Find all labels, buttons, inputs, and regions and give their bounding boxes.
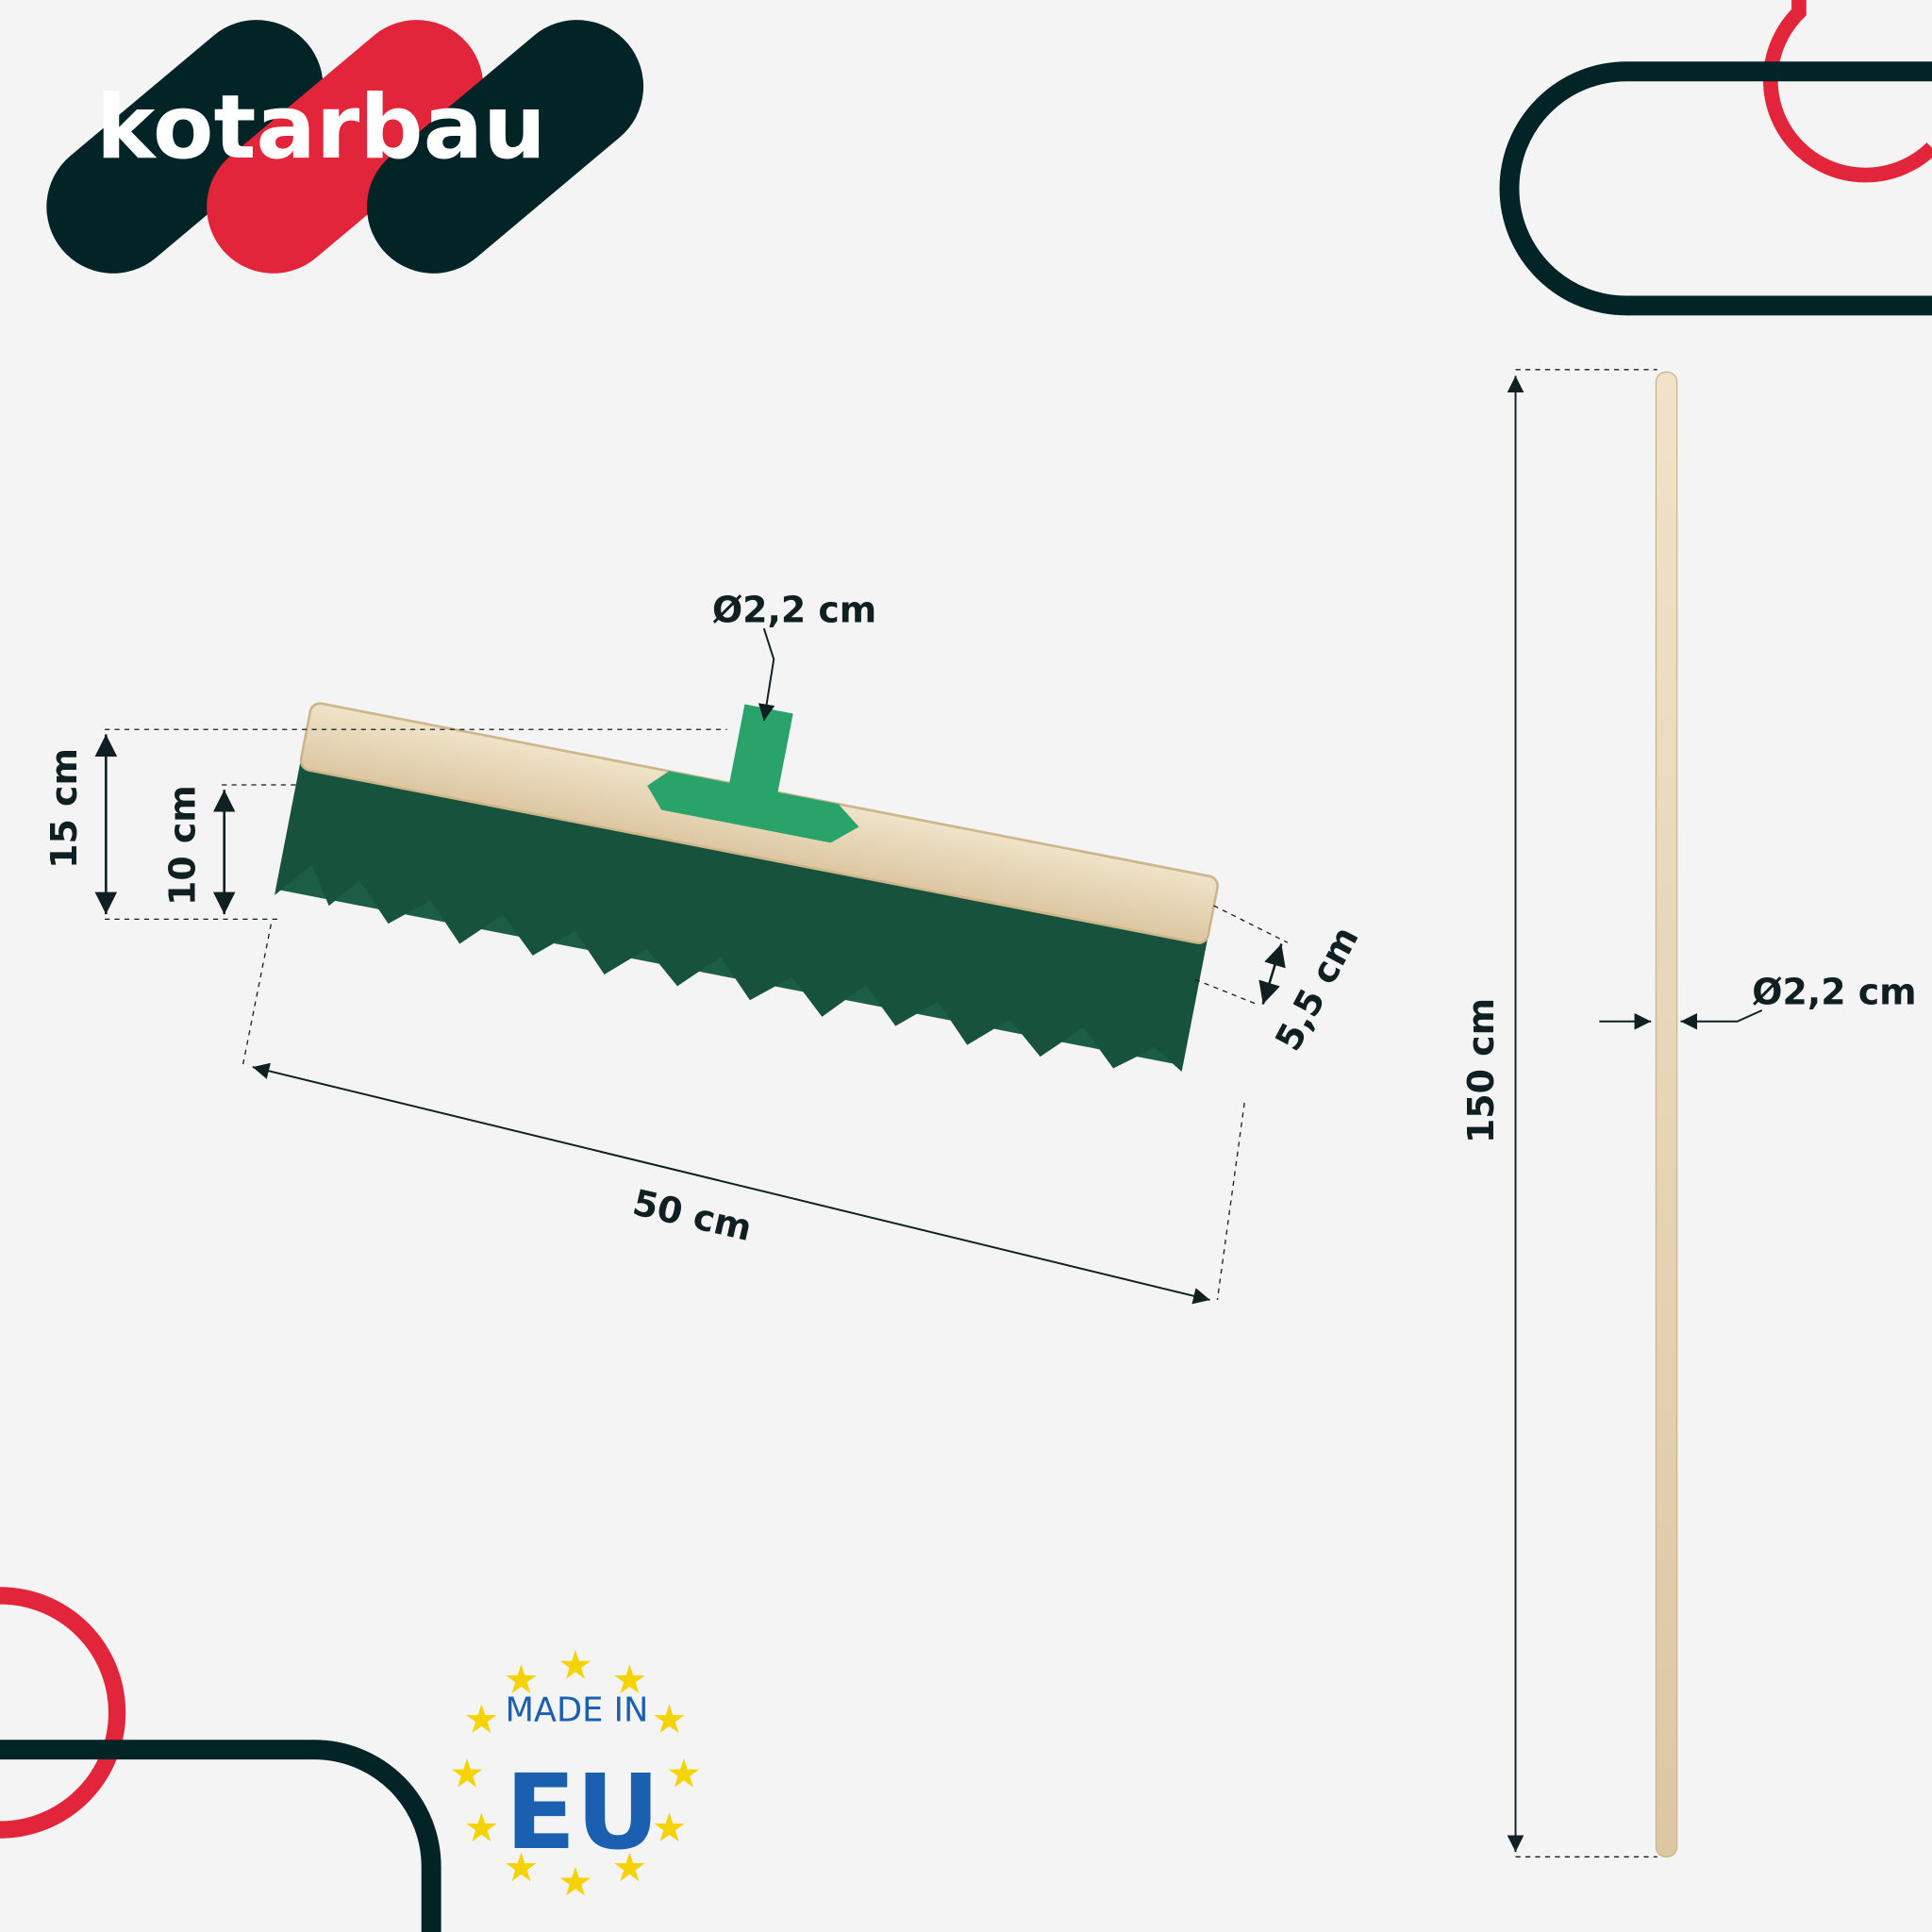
star-icon [654, 1812, 685, 1841]
star-icon [654, 1704, 685, 1734]
badge-line1: MADE IN [506, 1691, 649, 1730]
handle-dimensions [1507, 369, 1763, 1857]
eu-stars [451, 1649, 700, 1896]
star-icon [668, 1757, 700, 1788]
socket-plate [647, 771, 859, 843]
star-icon [559, 1649, 591, 1679]
total-height-label: 15 cm [43, 748, 85, 869]
star-icon [506, 1852, 537, 1882]
star-icon [466, 1704, 497, 1734]
bristle-height-label: 10 cm [161, 785, 203, 906]
star-icon [466, 1812, 497, 1841]
star-icon [614, 1852, 645, 1882]
logo-text: kotarbau [96, 76, 546, 179]
star-icon [559, 1866, 591, 1896]
star-icon [451, 1757, 483, 1788]
broom-head [275, 702, 1219, 1072]
length-label: 50 cm [629, 1181, 756, 1249]
handle-socket [726, 704, 793, 805]
handle-length-label: 150 cm [1460, 998, 1502, 1143]
kotarbau-logo: kotarbau [46, 20, 644, 274]
badge-line2: EU [506, 1752, 660, 1873]
decor-top-right [1499, 0, 1932, 316]
broom-dimensions [94, 627, 1289, 1305]
decor-bottom-left [0, 1587, 441, 1932]
handle-diameter-label: Ø2,2 cm [1752, 971, 1916, 1012]
made-in-eu-badge: MADE IN EU [451, 1649, 700, 1896]
star-icon [614, 1664, 645, 1694]
broom-handle [1655, 371, 1678, 1857]
width-label: 5,5 cm [1267, 920, 1367, 1058]
star-icon [506, 1664, 537, 1694]
bristles [275, 725, 1215, 1072]
socket-diameter-label: Ø2,2 cm [712, 590, 876, 631]
